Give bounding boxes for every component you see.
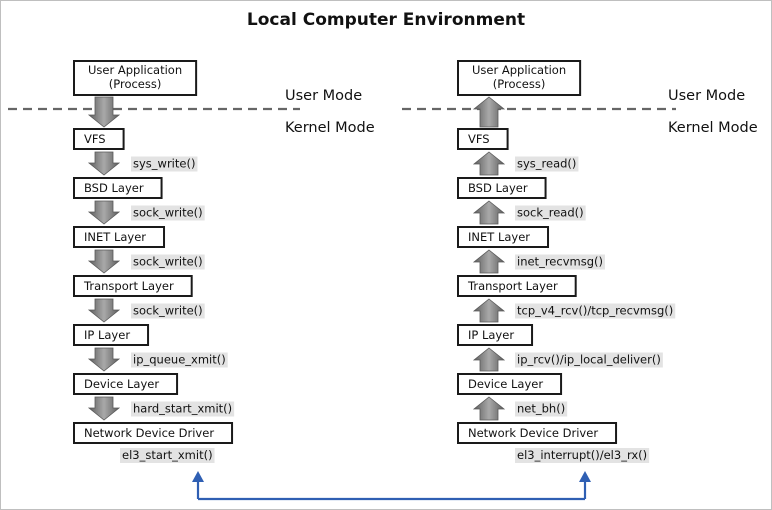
send-layer-transport-layer-label: Transport Layer: [83, 279, 174, 293]
receive-layer-vfs-box: [457, 128, 509, 150]
send-function-bg-1: [131, 156, 198, 172]
right-user-mode-label: User Mode: [668, 88, 745, 104]
receive-layer-network-device-driver-box: [457, 422, 618, 444]
send-layer-device-layer-box: [73, 373, 179, 395]
send-layer-ip-layer-label: IP Layer: [84, 328, 130, 342]
receive-driver-function: el3_interrupt()/el3_rx(): [517, 448, 647, 462]
send-layer-device-layer-label: Device Layer: [84, 377, 159, 391]
receive-function-bg-4: [515, 303, 676, 319]
send-layer-vfs-box: [73, 128, 125, 150]
receive-driver-function-bg: [515, 448, 650, 463]
receive-arrow-2: [472, 200, 506, 225]
receive-layer-bsd-layer-box: [457, 177, 547, 199]
receive-stack: User Application(Process) VFS BSD LayerINE…: [457, 60, 676, 463]
send-function-sock-write-3: sock_write(): [133, 255, 203, 269]
diagram-title: Local Computer Environment: [247, 10, 525, 30]
send-layer-inet-layer-box: [73, 226, 166, 248]
receive-layer-ip-layer-box: [457, 324, 534, 346]
send-layer-transport-layer-box: [73, 275, 193, 297]
send-arrow-2: [87, 200, 121, 225]
left-kernel-mode-label: Kernel Mode: [285, 120, 375, 136]
receive-driver-link-arrowhead: [579, 471, 591, 482]
receive-layer-network-device-driver-label: Network Device Driver: [468, 426, 598, 440]
send-function-bg-3: [131, 254, 205, 270]
receive-function-net-bh-6: net_bh(): [517, 402, 565, 416]
receive-function-bg-6: [515, 401, 568, 417]
send-layer-inet-layer-label: INET Layer: [84, 230, 146, 244]
send-layer-user-application-process-label-line-2: (Process): [109, 77, 162, 91]
receive-arrow-1: [472, 151, 506, 176]
receive-function-tcp-v4-rcv-tcp-recvmsg-4: tcp_v4_rcv()/tcp_recvmsg(): [517, 304, 673, 318]
send-function-bg-6: [131, 401, 235, 417]
send-arrow-4: [87, 298, 121, 323]
receive-layer-device-layer-box: [457, 373, 563, 395]
receive-layer-vfs-label: VFS: [468, 132, 490, 146]
receive-layer-user-application-process-box: [457, 60, 582, 96]
send-function-ip-queue-xmit-5: ip_queue_xmit(): [133, 353, 226, 367]
receive-layer-user-application-process-label-line-1: User Application: [472, 63, 566, 77]
send-layer-network-device-driver-box: [73, 422, 234, 444]
send-arrow-1: [87, 151, 121, 176]
receive-arrow-user-to-vfs: [472, 96, 506, 128]
receive-layer-inet-layer-label: INET Layer: [468, 230, 530, 244]
send-layer-ip-layer-box: [73, 324, 150, 346]
receive-layer-transport-layer-label: Transport Layer: [467, 279, 558, 293]
receive-layer-inet-layer-box: [457, 226, 550, 248]
receive-arrow-5: [472, 347, 506, 372]
send-function-bg-4: [131, 303, 205, 319]
receive-function-bg-3: [515, 254, 605, 270]
receive-layer-bsd-layer-label: BSD Layer: [468, 181, 528, 195]
receive-function-ip-rcv-ip-local-deliver-5: ip_rcv()/ip_local_deliver(): [517, 353, 661, 367]
receive-layer-user-application-process-label-line-2: (Process): [493, 77, 546, 91]
receive-arrow-3: [472, 249, 506, 274]
receive-function-bg-1: [515, 156, 579, 172]
send-function-bg-5: [131, 352, 228, 368]
receive-arrow-4: [472, 298, 506, 323]
right-kernel-mode-label: Kernel Mode: [668, 120, 758, 136]
left-user-mode-label: User Mode: [285, 88, 362, 104]
send-driver-function-bg: [120, 448, 215, 463]
send-layer-bsd-layer-label: BSD Layer: [84, 181, 144, 195]
receive-function-sock-read-2: sock_read(): [517, 206, 584, 220]
receive-function-inet-recvmsg-3: inet_recvmsg(): [517, 255, 603, 269]
receive-arrow-6: [472, 396, 506, 421]
send-arrow-6: [87, 396, 121, 421]
send-function-hard-start-xmit-6: hard_start_xmit(): [133, 402, 232, 416]
receive-function-bg-2: [515, 205, 586, 221]
send-function-sock-write-4: sock_write(): [133, 304, 203, 318]
send-layer-user-application-process-label-line-1: User Application: [88, 63, 182, 77]
receive-function-bg-5: [515, 352, 663, 368]
send-function-sys-write-1: sys_write(): [133, 157, 195, 171]
receive-layer-transport-layer-box: [457, 275, 577, 297]
receive-layer-ip-layer-label: IP Layer: [468, 328, 514, 342]
receive-layer-device-layer-label: Device Layer: [468, 377, 543, 391]
send-layer-user-application-process-box: [73, 60, 198, 96]
send-arrow-3: [87, 249, 121, 274]
send-layer-vfs-label: VFS: [84, 132, 106, 146]
receive-function-sys-read-1: sys_read(): [517, 157, 576, 171]
send-driver-link-arrowhead: [192, 471, 204, 482]
send-function-bg-2: [131, 205, 205, 221]
send-function-sock-write-2: sock_write(): [133, 206, 203, 220]
send-driver-function: el3_start_xmit(): [122, 448, 213, 462]
send-layer-network-device-driver-label: Network Device Driver: [84, 426, 214, 440]
send-layer-bsd-layer-box: [73, 177, 163, 199]
send-arrow-user-to-vfs: [87, 96, 121, 128]
send-arrow-5: [87, 347, 121, 372]
send-stack: User Application(Process) VFS BSD LayerINE…: [73, 60, 235, 463]
